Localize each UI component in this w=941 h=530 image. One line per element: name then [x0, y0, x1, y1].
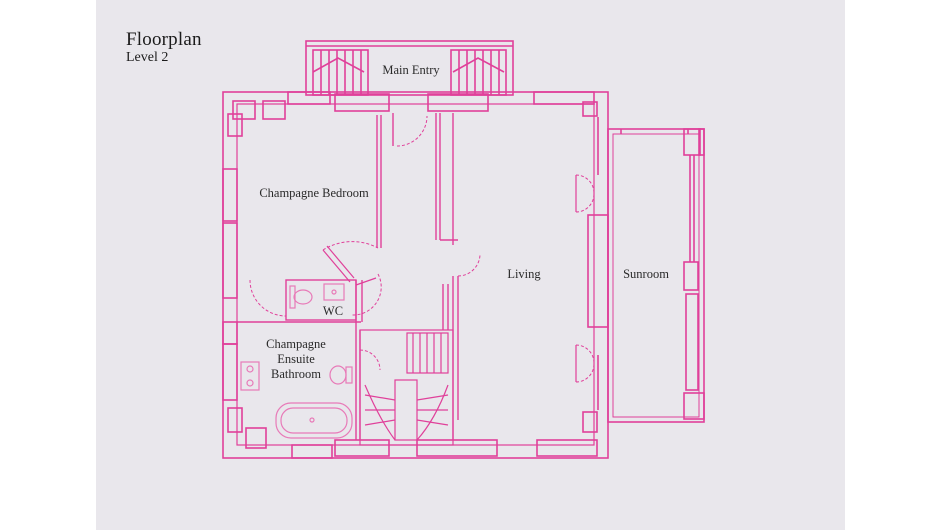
room-label-ensuite-line2: Ensuite — [277, 352, 315, 366]
plan-sheet — [96, 0, 845, 530]
room-label-champagne-bedroom: Champagne Bedroom — [259, 186, 369, 200]
bathroom-fixtures — [240, 283, 353, 439]
level-label: Level 2 — [126, 50, 169, 65]
room-label-main-entry: Main Entry — [382, 63, 440, 77]
room-label-sunroom: Sunroom — [623, 267, 669, 281]
interior-walls — [237, 113, 459, 440]
door-swings — [249, 115, 595, 383]
outer-walls — [222, 91, 609, 459]
staircase — [359, 329, 454, 446]
room-label-wc: WC — [323, 304, 343, 318]
room-label-living: Living — [507, 267, 541, 281]
page-title: Floorplan — [126, 29, 202, 50]
main-entry-porch — [305, 40, 514, 96]
door-leaves — [322, 175, 577, 382]
room-label-ensuite-line1: Champagne — [266, 337, 326, 351]
sunroom-walls — [587, 117, 705, 423]
room-label-ensuite-line3: Bathroom — [271, 367, 321, 381]
